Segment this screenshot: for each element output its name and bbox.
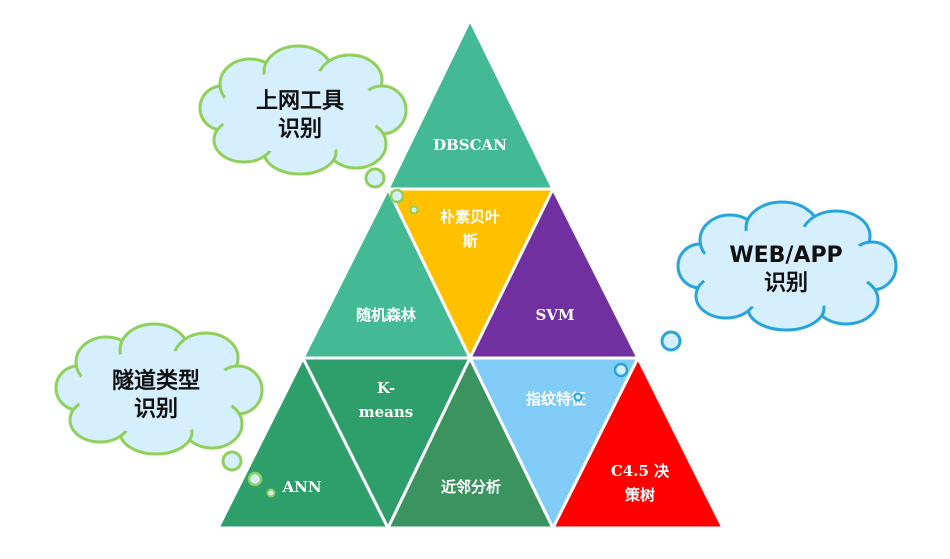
label-kmeans-line2: means — [359, 403, 414, 421]
cloud-internet-tool-recognition: 上网工具 识别 — [198, 44, 419, 215]
cloud-bubble-medium — [613, 362, 629, 378]
cloud-web-app-line1: WEB/APP — [729, 243, 842, 268]
cloud-bubble-small — [573, 392, 583, 402]
cloud-bubble-large — [660, 330, 682, 352]
label-naive-bayes-line1: 朴素贝叶 — [440, 208, 500, 226]
cloud-bubble-small — [409, 205, 419, 215]
label-random-forest: 随机森林 — [356, 306, 417, 324]
triangle-dbscan — [386, 18, 555, 191]
triangle-c45 — [551, 356, 725, 530]
cloud-internet-tool-line2: 识别 — [278, 117, 322, 142]
cloud-bubble-medium — [247, 471, 263, 487]
cloud-internet-tool-line1: 上网工具 — [256, 89, 344, 114]
label-naive-bayes-line2: 斯 — [462, 232, 477, 250]
label-fingerprint: 指纹特征 — [526, 390, 586, 408]
cloud-tunnel-type-line1: 隧道类型 — [112, 368, 200, 394]
cloud-tunnel-type-line2: 识别 — [134, 397, 178, 422]
label-kmeans-line1: K- — [377, 379, 395, 397]
label-svm: SVM — [535, 306, 574, 324]
cloud-web-app-recognition: WEB/APP 识别 — [573, 200, 898, 402]
cloud-bubble-large — [221, 450, 243, 472]
label-ann: ANN — [281, 478, 321, 496]
pyramid — [216, 18, 725, 530]
cloud-tunnel-type-recognition: 隧道类型 识别 — [54, 322, 276, 498]
pyramid-labels: DBSCAN 朴素贝叶 斯 随机森林 SVM K- means 指纹特征 ANN… — [281, 136, 670, 504]
label-dbscan: DBSCAN — [433, 136, 507, 154]
cloud-bubble-small — [266, 488, 276, 498]
label-c45-line1: C4.5 决 — [611, 462, 670, 480]
cloud-web-app-line2: 识别 — [764, 271, 808, 296]
cloud-bubble-large — [364, 167, 386, 189]
label-c45-line2: 策树 — [624, 486, 655, 504]
cloud-bubble-medium — [389, 188, 405, 204]
label-knn: 近邻分析 — [441, 478, 501, 496]
